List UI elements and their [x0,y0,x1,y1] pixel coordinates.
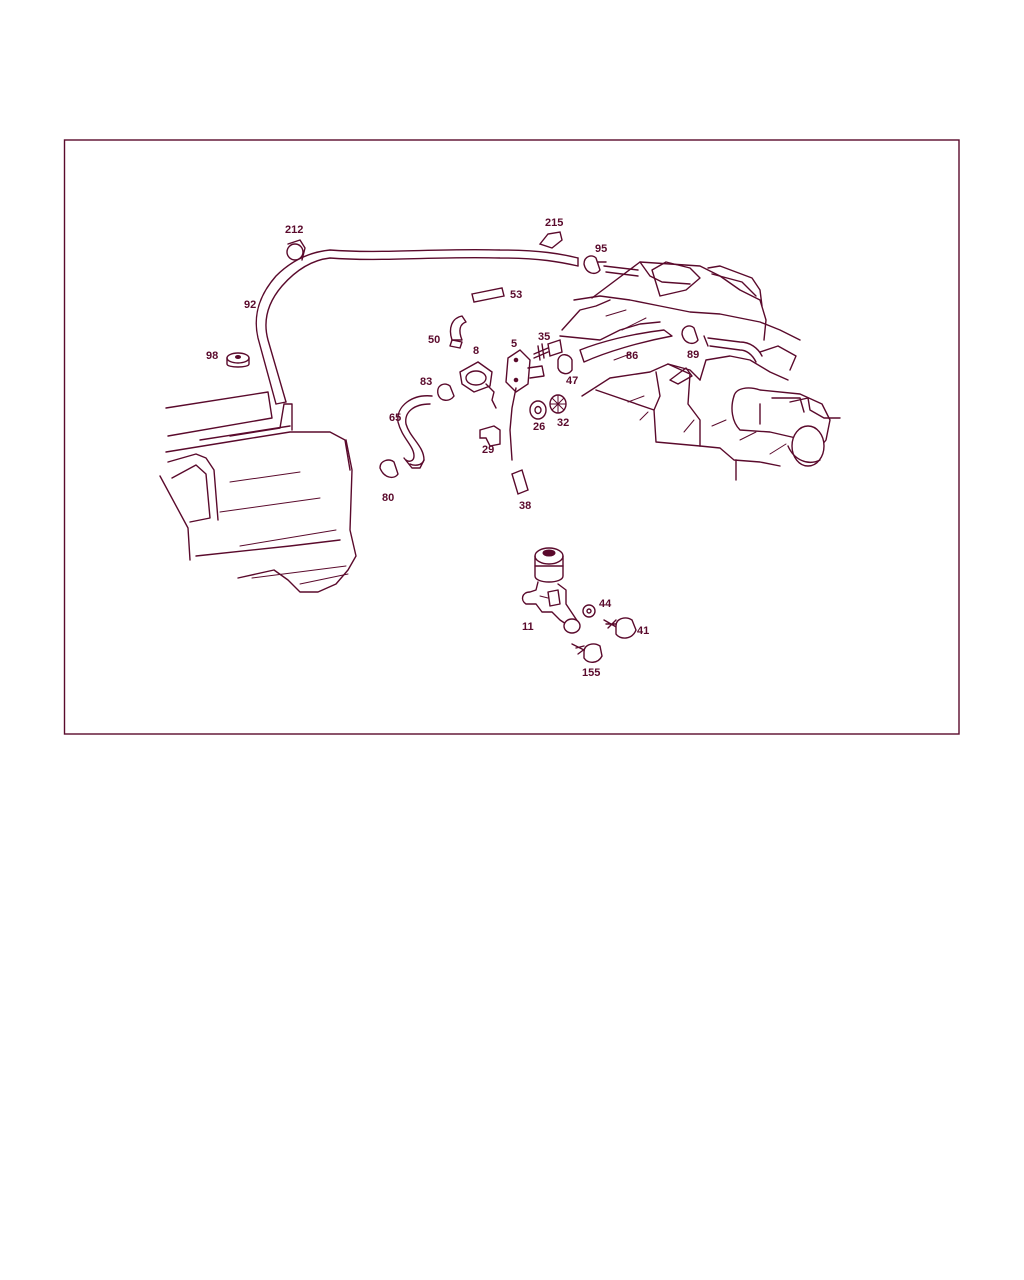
callout-26: 26 [533,421,545,433]
fitting-47 [557,354,573,375]
diagram-border [63,139,960,735]
callout-212: 212 [285,224,303,236]
plate-53 [471,287,505,303]
connector-38 [511,469,529,495]
clamp-83 [437,383,455,401]
callout-35: 35 [538,331,550,343]
cap-215 [538,231,563,249]
bracket-29 [479,425,501,447]
callout-41: 41 [637,625,649,637]
bolt-155 [571,643,603,663]
hose-92 [265,256,579,403]
valve-assembly-11 [521,547,581,634]
callout-50: 50 [428,334,440,346]
clamp-212 [286,239,306,261]
hose-86 [579,329,673,363]
callout-47: 47 [566,375,578,387]
clamp-80 [379,459,399,479]
callout-8: 8 [473,345,479,357]
callout-95: 95 [595,243,607,255]
callout-65: 65 [389,412,401,424]
callout-80: 80 [382,492,394,504]
callout-11: 11 [522,621,534,633]
callout-53: 53 [510,289,522,301]
callout-92: 92 [244,299,256,311]
valve-8 [459,361,497,409]
hose-65 [405,403,431,466]
callout-215: 215 [545,217,563,229]
clamp-89 [681,325,699,345]
callout-83: 83 [420,376,432,388]
callout-44: 44 [599,598,612,610]
bolt-41 [603,617,637,639]
nipple-35 [533,343,549,361]
callout-86: 86 [626,350,638,362]
washer-26 [529,400,547,420]
grommet-98 [226,352,250,368]
callout-38: 38 [519,500,531,512]
washer-44 [582,604,596,618]
callout-98: 98 [206,350,218,362]
callout-32: 32 [557,417,569,429]
bracket-5 [505,349,545,461]
callout-155: 155 [582,667,600,679]
engine-block [159,391,357,593]
callout-5: 5 [511,338,517,350]
hose-50 [449,315,467,341]
callout-89: 89 [687,349,699,361]
air-box-assembly [559,261,841,481]
callout-labels: 212 215 95 92 53 98 50 8 35 5 86 89 47 8… [206,217,699,679]
gear-32 [549,394,567,414]
callout-29: 29 [482,444,494,456]
clamp-95 [583,255,639,277]
